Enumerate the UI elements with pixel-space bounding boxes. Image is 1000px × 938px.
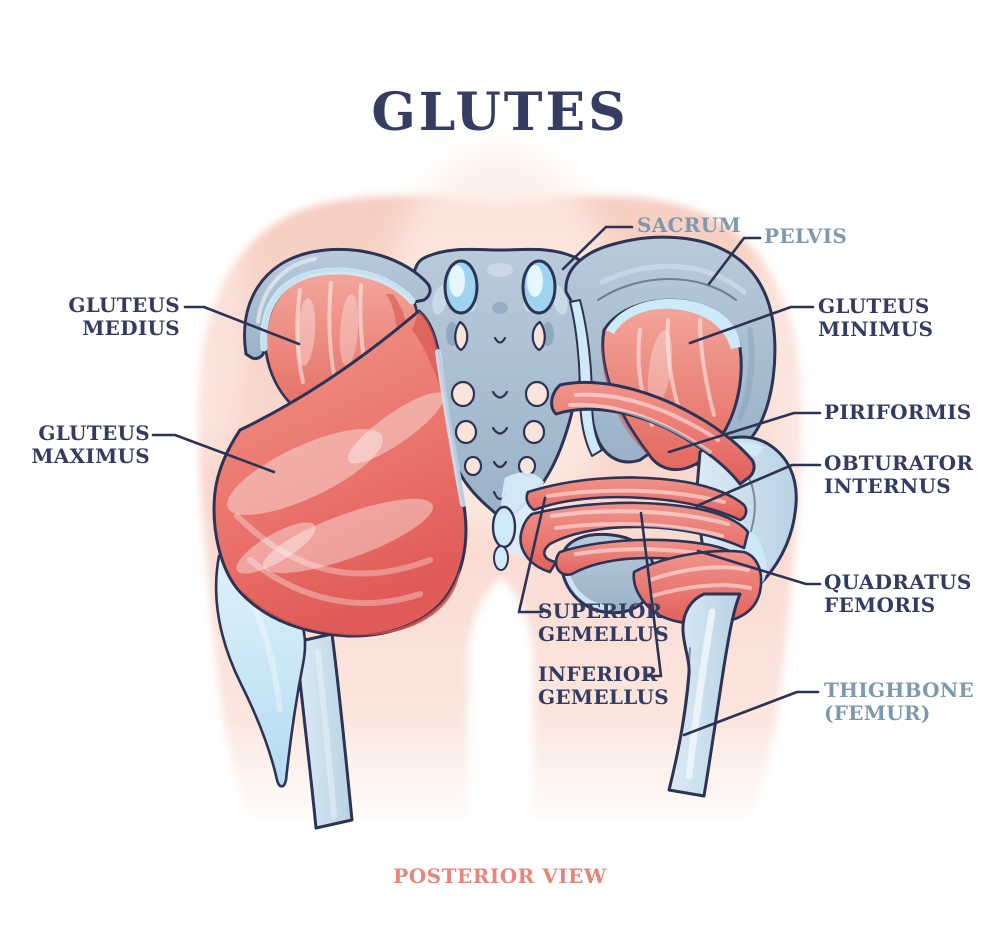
label-gluteus-medius-line1: GLUTEUS [68, 293, 180, 317]
coccyx-bone [491, 505, 517, 571]
leader-obturator-internus [697, 463, 822, 507]
right-femur-shaft [667, 592, 742, 798]
piriformis-muscle [550, 381, 756, 486]
gluteus-maximus-muscle [212, 309, 468, 638]
label-gluteus-minimus-line2: MINIMUS [818, 317, 934, 341]
label-gluteus-minimus-line1: GLUTEUS [818, 294, 930, 318]
label-piriformis-text: PIRIFORMIS [824, 400, 972, 424]
leader-quadratus-femoris [696, 549, 822, 586]
label-obturator-internus: OBTURATOR INTERNUS [824, 452, 973, 498]
label-thighbone-line2: (FEMUR) [824, 701, 931, 725]
label-obturator-internus-line2: INTERNUS [824, 474, 951, 498]
leader-gluteus-maximus [151, 433, 276, 474]
label-sacrum-text: SACRUM [637, 213, 741, 237]
leader-gluteus-minimus [688, 305, 815, 345]
label-gluteus-medius-line2: MEDIUS [82, 316, 180, 340]
label-superior-gemellus-line1: SUPERIOR [538, 599, 663, 623]
label-thighbone-line1: THIGHBONE [824, 678, 975, 702]
label-superior-gemellus-line2: GEMELLUS [538, 622, 670, 646]
leader-gluteus-medius [183, 305, 301, 346]
leader-sacrum [561, 225, 634, 271]
label-thighbone-femur: THIGHBONE (FEMUR) [824, 679, 974, 725]
label-quadratus-femoris-line1: QUADRATUS [824, 570, 972, 594]
label-pelvis-text: PELVIS [764, 224, 848, 248]
label-inferior-gemellus-line2: GEMELLUS [538, 685, 670, 709]
label-pelvis: PELVIS [764, 225, 847, 248]
label-sacrum: SACRUM [637, 214, 741, 237]
label-quadratus-femoris-line2: FEMORIS [824, 593, 936, 617]
sacroiliac-cartilage [569, 299, 603, 457]
label-gluteus-maximus: GLUTEUS MAXIMUS [31, 422, 150, 468]
label-gluteus-maximus-line2: MAXIMUS [31, 444, 150, 468]
sacrum-bone [411, 247, 595, 523]
label-piriformis: PIRIFORMIS [824, 401, 972, 424]
view-caption: POSTERIOR VIEW [393, 864, 607, 888]
leader-lines [151, 225, 822, 737]
label-gluteus-minimus: GLUTEUS MINIMUS [818, 295, 933, 341]
label-gluteus-medius: GLUTEUS MEDIUS [68, 294, 180, 340]
leader-thighbone [682, 690, 820, 737]
superior-gemellus-muscle [525, 476, 748, 522]
label-inferior-gemellus-line1: INFERIOR [538, 662, 658, 686]
leader-inferior-gemellus [639, 511, 663, 678]
page-title: GLUTES [371, 82, 629, 143]
iliac-crest-bone [243, 248, 432, 360]
left-femur-bone [294, 632, 354, 830]
label-obturator-internus-line1: OBTURATOR [824, 451, 974, 475]
leader-piriformis [667, 411, 822, 454]
label-inferior-gemellus: INFERIOR GEMELLUS [538, 662, 670, 709]
leader-superior-gemellus [517, 496, 547, 614]
label-gluteus-maximus-line1: GLUTEUS [38, 421, 150, 445]
leader-pelvis [707, 236, 762, 286]
label-quadratus-femoris: QUADRATUS FEMORIS [824, 571, 972, 617]
label-superior-gemellus: SUPERIOR GEMELLUS [538, 599, 670, 646]
